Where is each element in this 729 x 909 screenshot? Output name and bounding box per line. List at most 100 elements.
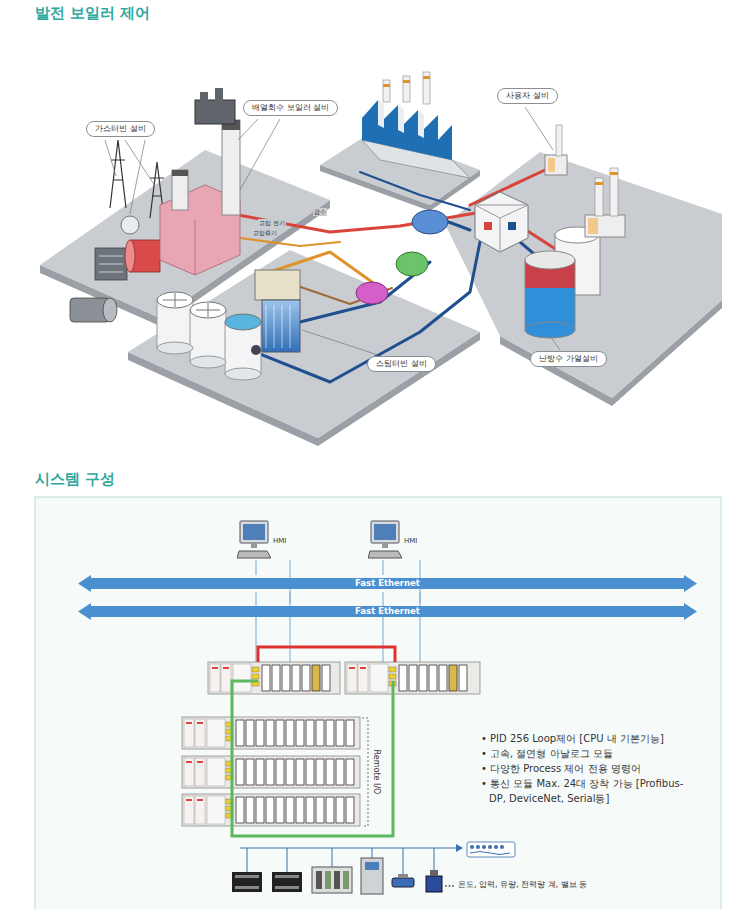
- io-module: [306, 797, 314, 823]
- io-module: [322, 665, 330, 691]
- hrsg: [195, 100, 235, 124]
- platform: [128, 250, 480, 438]
- leader-line: [238, 119, 258, 140]
- gas-turbine: [113, 180, 123, 181]
- steam-turbine: [251, 270, 300, 355]
- cpu-module: [233, 664, 251, 692]
- io-module: [236, 759, 244, 785]
- steam-turbine: [282, 305, 283, 348]
- cooling-tower: [157, 342, 193, 354]
- gas-turbine: [150, 178, 164, 179]
- power-module: [197, 761, 203, 763]
- field-device: [325, 871, 331, 889]
- callout-box: 사용자 설비: [497, 88, 558, 104]
- field-bus: [403, 848, 404, 878]
- io-module: [246, 759, 254, 785]
- gas-turbine: [99, 272, 123, 273]
- hrsg: [215, 88, 223, 102]
- callout-text: 가스터빈 설비: [95, 124, 146, 134]
- connector: [256, 560, 257, 575]
- factory: [423, 72, 430, 104]
- power-module: [197, 722, 203, 724]
- ellipsis-dots: [452, 885, 454, 887]
- power-module: [197, 799, 203, 801]
- steam-turbine: [274, 305, 275, 348]
- user-building: [545, 125, 625, 237]
- leader-line: [105, 140, 116, 176]
- field-device: [275, 886, 299, 889]
- power-module: [210, 664, 220, 692]
- power-module: [184, 796, 194, 824]
- plc-rack: [182, 662, 480, 826]
- leader-line: [550, 336, 560, 350]
- io-module: [336, 720, 344, 746]
- io-module: [419, 665, 427, 691]
- cooling-tower: [225, 368, 261, 380]
- io-module: [312, 665, 320, 691]
- io-module: [236, 797, 244, 823]
- bus-logo: [470, 845, 474, 849]
- io-module: [266, 720, 274, 746]
- hrsg: [172, 170, 188, 176]
- cooling-tower: [225, 314, 261, 330]
- factory: [378, 100, 384, 128]
- redundancy-link: [258, 647, 395, 662]
- distribution-house: [475, 192, 528, 252]
- io-module: [276, 720, 284, 746]
- user-building: [595, 182, 603, 185]
- power-module: [186, 761, 192, 763]
- field-device: [334, 871, 340, 889]
- factory: [383, 80, 390, 102]
- steam-turbine: [262, 300, 300, 352]
- pipe: [360, 172, 470, 210]
- platform: [445, 152, 722, 398]
- hmi-station: HMI: [237, 520, 293, 560]
- leader-line: [525, 107, 553, 150]
- heating-unit: [525, 322, 575, 338]
- io-module: [316, 720, 324, 746]
- io-module: [296, 759, 304, 785]
- power-module: [195, 796, 205, 824]
- tank: [356, 210, 448, 304]
- station-name: HMI: [273, 537, 286, 546]
- heating-unit: [525, 227, 600, 338]
- power-module: [212, 667, 218, 669]
- comm-port: [252, 667, 259, 672]
- rack-base: [182, 756, 360, 788]
- page-title: 발전 보일러 제어: [35, 4, 150, 23]
- factory: [403, 76, 410, 102]
- steam-turbine: [255, 270, 300, 300]
- factory: [423, 76, 430, 79]
- io-module: [449, 665, 457, 691]
- flow-label: 고압 전기: [258, 219, 286, 227]
- field-device: [430, 870, 438, 876]
- field-device: [392, 878, 414, 887]
- ellipsis-dots: [445, 885, 454, 887]
- io-module: [346, 720, 354, 746]
- io-module: [346, 797, 354, 823]
- power-module: [358, 664, 368, 692]
- cooling-tower: [157, 292, 261, 380]
- cooling-tower: [190, 356, 226, 368]
- io-module: [296, 720, 304, 746]
- io-module: [316, 797, 324, 823]
- field-bus: [240, 847, 456, 848]
- cooling-tower: [208, 303, 209, 317]
- comm-port: [389, 667, 396, 672]
- io-module: [266, 759, 274, 785]
- field-device: [235, 886, 259, 889]
- gas-turbine: [110, 140, 126, 208]
- monitor-icon: [237, 520, 271, 560]
- station-name: HMI: [404, 537, 417, 546]
- keyboard-icon: [368, 551, 402, 558]
- io-module: [246, 797, 254, 823]
- power-module: [349, 667, 355, 669]
- steam-turbine: [266, 305, 267, 348]
- monitor-icon: [368, 520, 402, 560]
- field-device: [365, 862, 379, 870]
- connector: [383, 560, 384, 575]
- distribution-house: [508, 222, 516, 230]
- bus-logo: [467, 842, 515, 857]
- rack-base: [182, 794, 360, 826]
